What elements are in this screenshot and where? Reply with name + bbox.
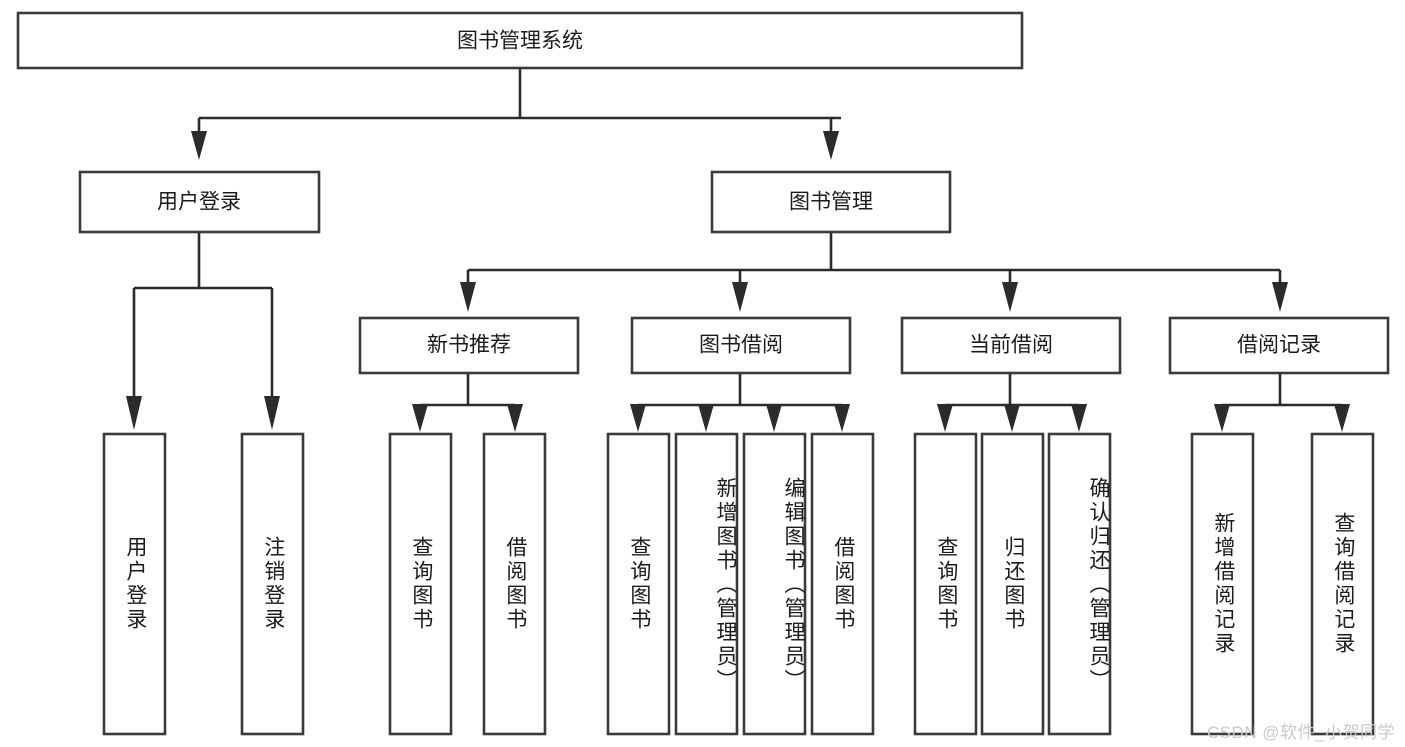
arrow-head-leaf-query-book-3 [937, 404, 953, 432]
node-root-label: 图书管理系统 [457, 30, 583, 53]
leaf-edit-book-admin-box[interactable] [742, 432, 807, 736]
node-current-borrow-box[interactable] [900, 316, 1122, 375]
leaf-boxes [102, 432, 1375, 736]
node-book-management[interactable]: 图书管理 [710, 170, 952, 234]
connectors-current-borrow-to-leaves [937, 373, 1087, 432]
arrow-head-current-borrow [1002, 282, 1018, 312]
arrow-head-user-login [191, 131, 207, 160]
arrow-head-borrow-record [1272, 282, 1288, 312]
connectors-book-borrow-to-leaves [630, 373, 850, 432]
node-user-login[interactable]: 用户登录 [78, 170, 321, 234]
connectors-root-to-level1 [191, 68, 841, 160]
leaf-query-book-2-box[interactable] [606, 432, 671, 736]
node-root-box[interactable] [16, 11, 1024, 70]
connectors-new-book-recommend-to-leaves [412, 373, 523, 432]
node-current-borrow[interactable]: 当前借阅 [900, 316, 1122, 375]
node-book-management-label: 图书管理 [789, 191, 873, 214]
arrow-head-leaf-borrow-book-1 [507, 404, 523, 432]
leaf-confirm-return-admin-box[interactable] [1047, 432, 1112, 736]
node-current-borrow-label: 当前借阅 [969, 334, 1053, 357]
leaf-user-logout-box[interactable] [240, 432, 305, 736]
node-user-login-label: 用户登录 [157, 191, 241, 214]
node-new-book-recommend[interactable]: 新书推荐 [358, 316, 580, 375]
leaf-borrow-book-1-box[interactable] [482, 432, 547, 736]
node-user-login-box[interactable] [78, 170, 321, 234]
connectors-borrow-record-to-leaves [1214, 373, 1350, 432]
node-root-library-management-system[interactable]: 图书管理系统 [16, 11, 1024, 70]
leaf-add-borrow-record-box[interactable] [1190, 432, 1255, 736]
arrow-head-leaf-return-book [1004, 404, 1020, 432]
node-borrow-record-box[interactable] [1168, 316, 1390, 375]
arrow-head-leaf-user-login [126, 396, 142, 430]
node-book-management-box[interactable] [710, 170, 952, 234]
arrow-head-leaf-user-logout [264, 396, 280, 430]
node-borrow-record-label: 借阅记录 [1237, 334, 1321, 357]
arrow-head-leaf-query-borrow-record [1334, 404, 1350, 432]
arrow-head-leaf-borrow-book-2 [834, 404, 850, 432]
arrow-head-leaf-add-borrow-record [1214, 404, 1230, 432]
connectors-user-login-to-leaves [126, 232, 280, 430]
leaf-query-borrow-record-box[interactable] [1310, 432, 1375, 736]
arrow-head-book-borrow [732, 282, 748, 312]
csdn-watermark: CSDN @软件_小贺同学 [1206, 723, 1395, 742]
arrow-head-leaf-query-book-2 [630, 404, 646, 432]
arrow-head-leaf-confirm-return-admin [1071, 404, 1087, 432]
leaf-return-book-box[interactable] [980, 432, 1045, 736]
node-book-borrow-label: 图书借阅 [699, 334, 783, 357]
leaf-query-book-3-box[interactable] [913, 432, 978, 736]
arrow-head-new-book-recommend [460, 282, 476, 312]
arrow-head-leaf-add-book-admin [698, 404, 714, 432]
leaf-borrow-book-2-box[interactable] [810, 432, 875, 736]
arrow-head-book-management [823, 131, 839, 160]
node-borrow-record[interactable]: 借阅记录 [1168, 316, 1390, 375]
leaf-user-login-box[interactable] [102, 432, 167, 736]
leaf-add-book-admin-box[interactable] [674, 432, 739, 736]
node-new-book-recommend-box[interactable] [358, 316, 580, 375]
node-new-book-recommend-label: 新书推荐 [427, 334, 511, 357]
arrow-head-leaf-query-book-1 [412, 404, 428, 432]
arrow-head-leaf-edit-book-admin [766, 404, 782, 432]
leaf-query-book-1-box[interactable] [388, 432, 453, 736]
connectors-book-management-to-level2 [460, 232, 1288, 312]
node-book-borrow[interactable]: 图书借阅 [630, 316, 852, 375]
node-book-borrow-box[interactable] [630, 316, 852, 375]
